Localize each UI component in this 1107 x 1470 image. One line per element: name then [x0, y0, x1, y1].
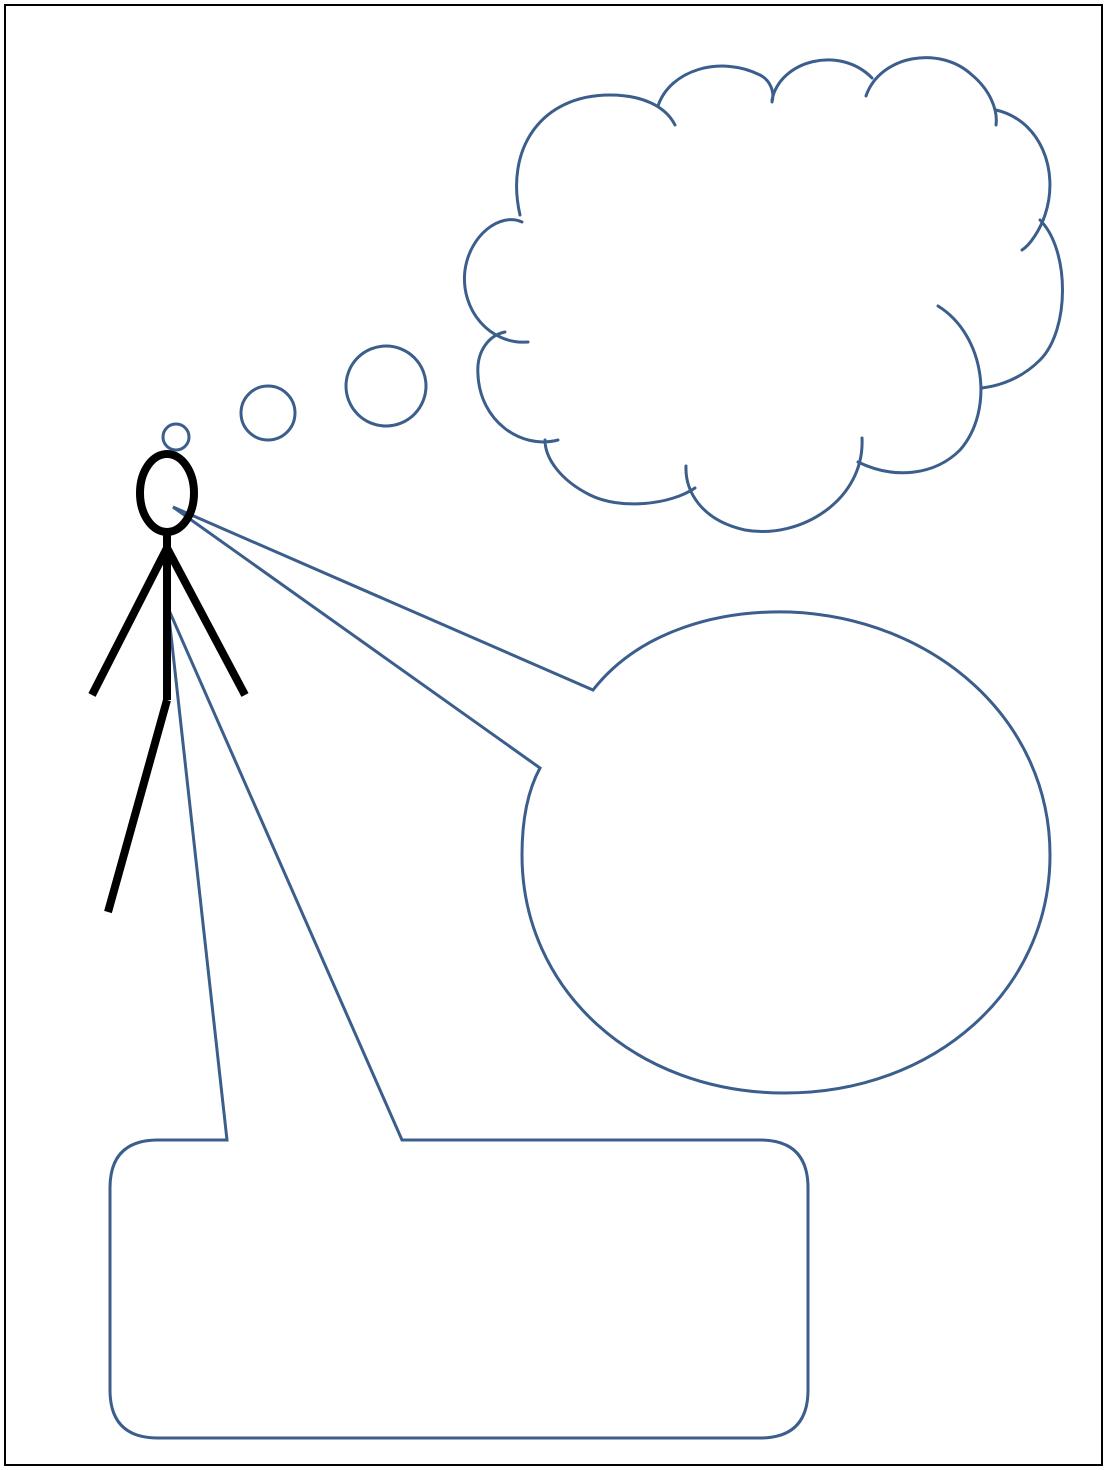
- stick-figure: [92, 454, 245, 912]
- stick-figure-right-arm: [167, 548, 245, 695]
- page-border: [5, 5, 1102, 1465]
- stick-figure-leg: [108, 700, 167, 912]
- thought-trail-circle-medium: [241, 386, 295, 440]
- thought-trail-circle-large: [346, 346, 426, 426]
- stick-figure-head: [140, 454, 194, 532]
- thought-trail-circle-small: [163, 424, 189, 450]
- thought-cloud: [464, 58, 1062, 532]
- speech-bubble: [173, 507, 1050, 1093]
- stick-figure-left-arm: [92, 548, 167, 695]
- thought-cloud-outline: [464, 58, 1062, 532]
- callout-box: [110, 608, 808, 1438]
